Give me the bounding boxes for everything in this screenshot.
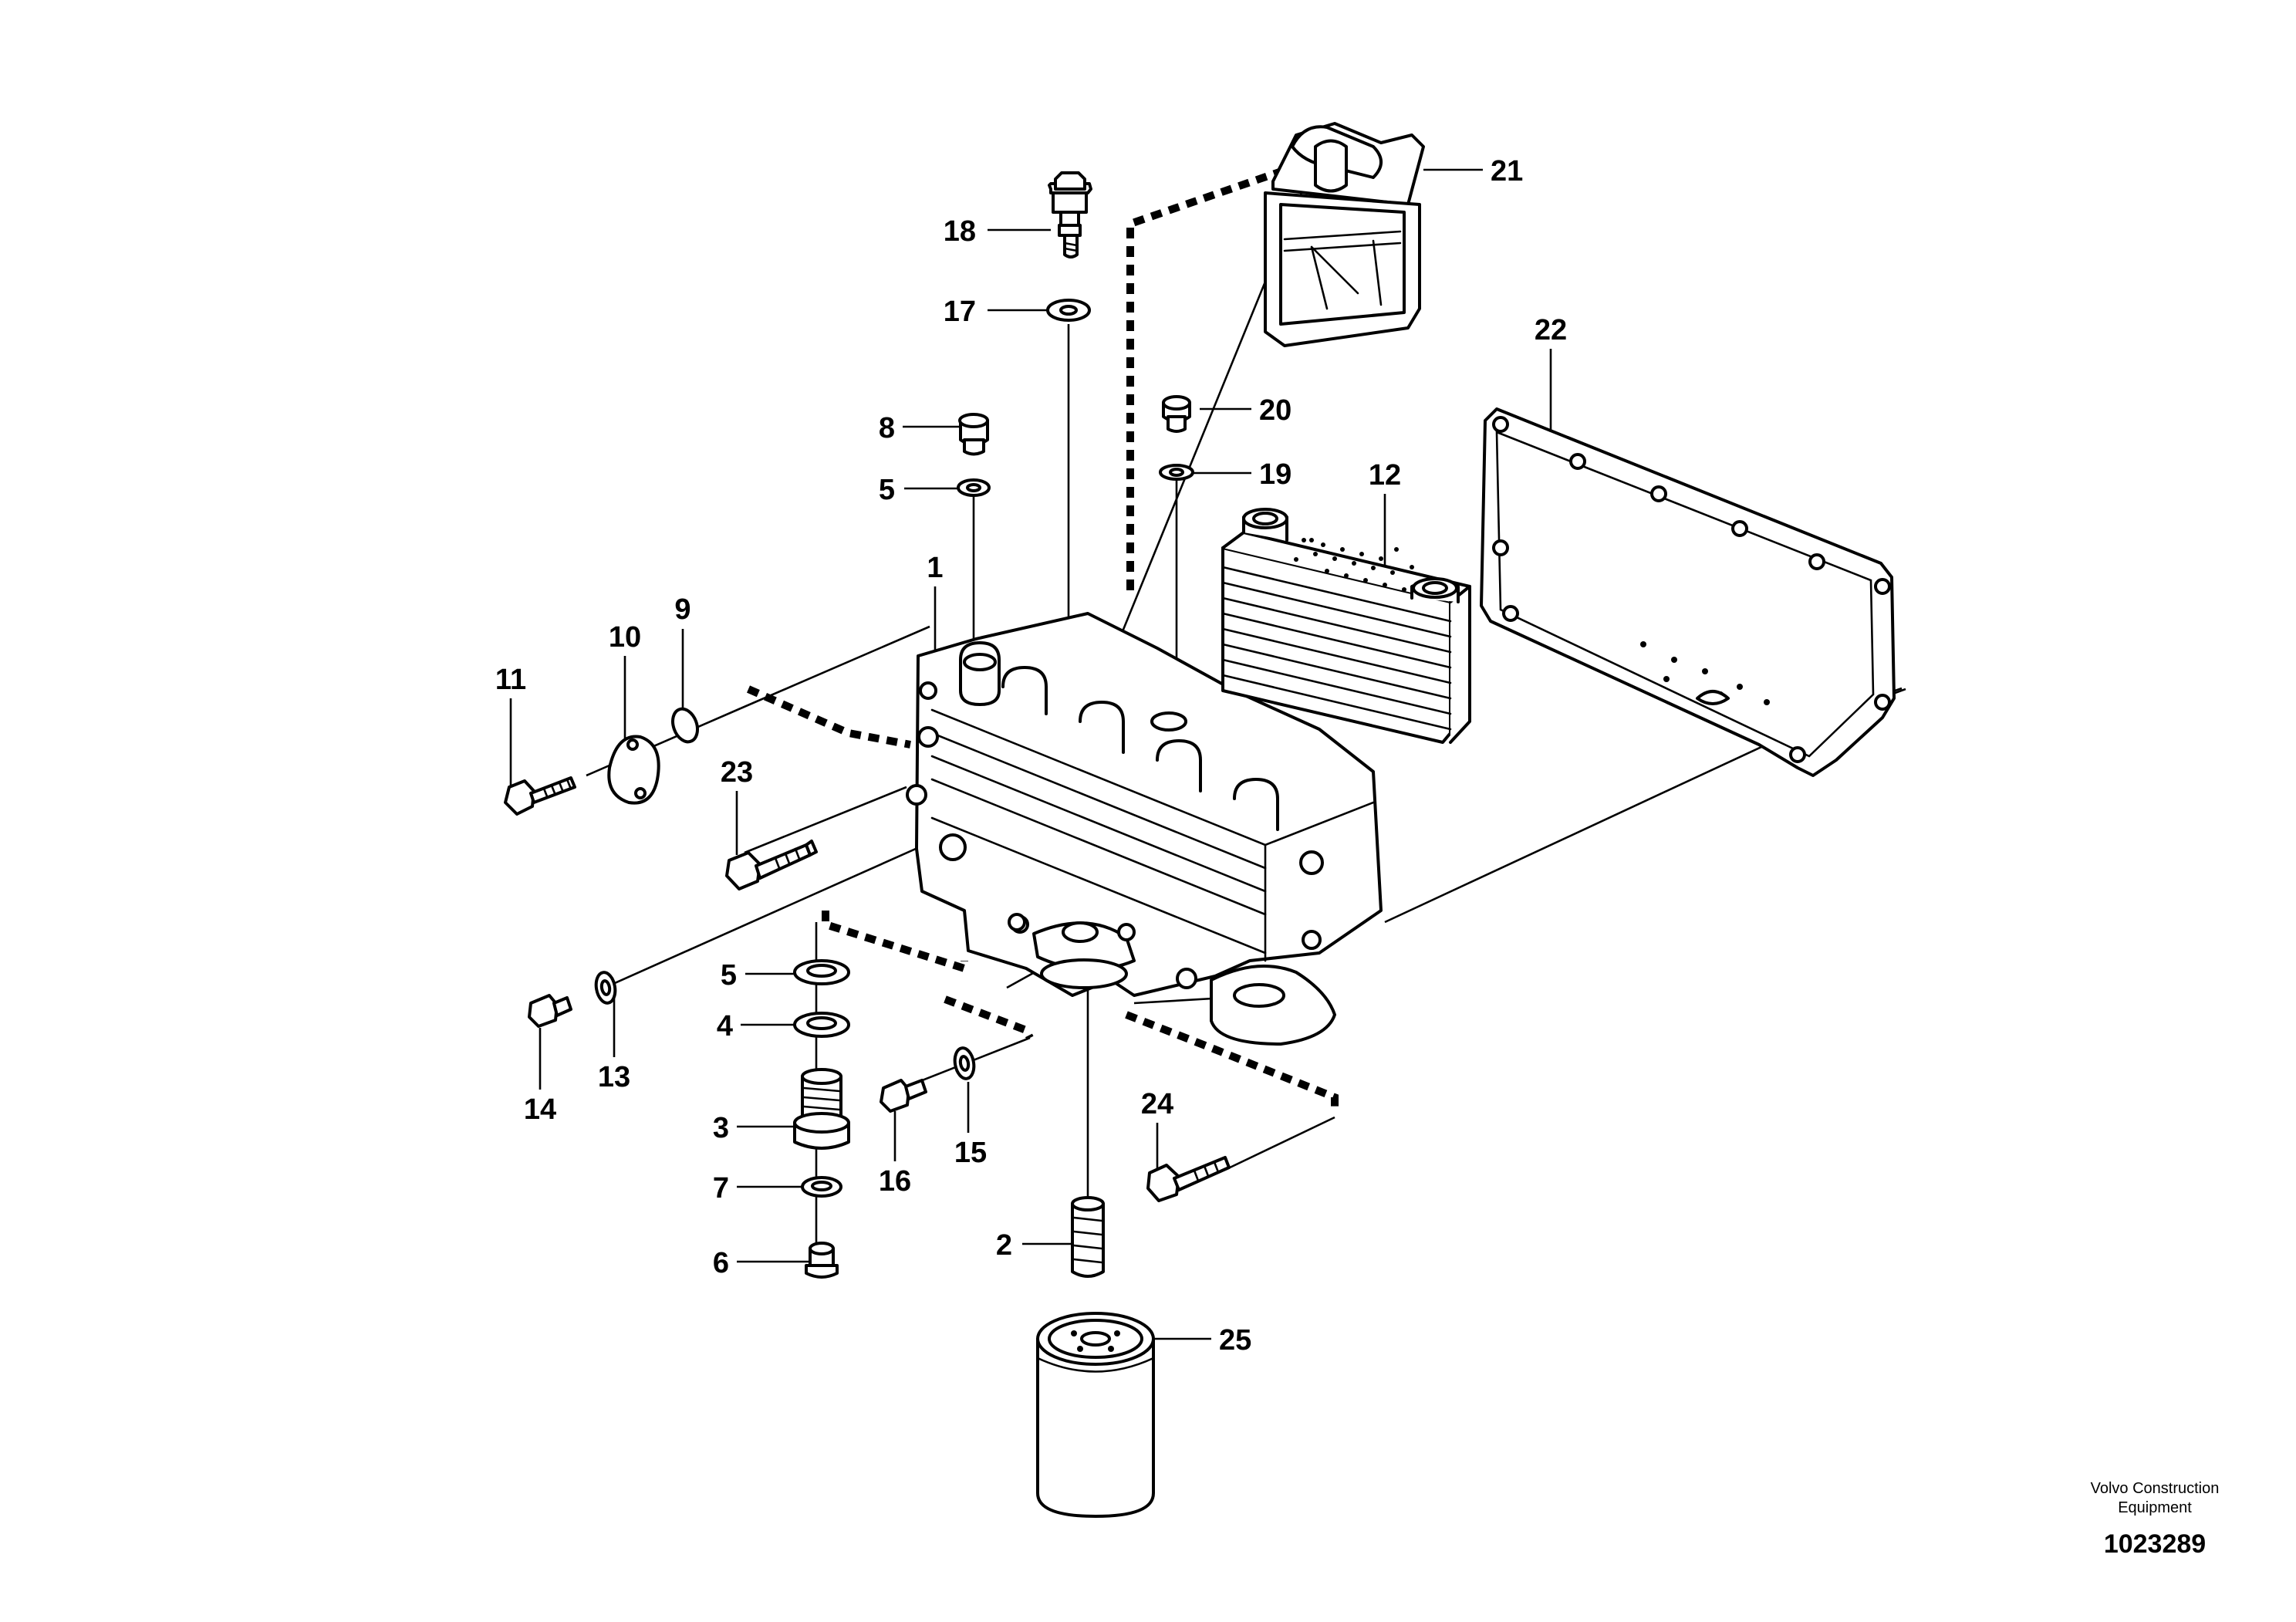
valve-part-3 — [793, 1068, 850, 1150]
callout-12: 12 — [1369, 459, 1401, 492]
washer-part-17 — [1046, 299, 1091, 322]
callout-5-lower: 5 — [721, 959, 737, 992]
washer-part-5-lower — [793, 959, 850, 985]
callout-15: 15 — [954, 1137, 987, 1169]
oil-filter-housing — [906, 612, 1383, 1046]
callout-13: 13 — [598, 1061, 630, 1093]
washer-part-4 — [793, 1012, 850, 1038]
washer-part-7 — [801, 1176, 842, 1198]
callout-20: 20 — [1259, 394, 1292, 427]
callout-leader-lines — [509, 168, 1552, 1340]
callout-11: 11 — [495, 664, 526, 696]
callout-21: 21 — [1491, 155, 1523, 188]
bolt-part-24 — [1146, 1156, 1231, 1202]
publisher-line-1: Volvo Construction — [2091, 1480, 2220, 1497]
oil-cooler-part-12 — [1221, 508, 1471, 744]
publisher-line-2: Equipment — [2118, 1499, 2192, 1516]
publisher-block: Volvo Construction Equipment 1023289 — [2091, 1480, 2220, 1559]
washer-part-15 — [953, 1046, 976, 1080]
callout-3: 3 — [713, 1112, 729, 1144]
plug-part-6 — [805, 1242, 839, 1279]
oil-filter-part-25 — [1036, 1312, 1155, 1518]
callout-9: 9 — [674, 593, 690, 626]
callout-numbers: 18 17 8 5 1 20 19 12 22 21 9 10 11 23 5 … — [495, 155, 1567, 1357]
callout-4: 4 — [717, 1010, 733, 1042]
cooler-perforation-dots — [1294, 538, 1414, 592]
callout-17: 17 — [944, 296, 976, 328]
callout-6: 6 — [713, 1247, 729, 1279]
plug-part-14 — [528, 994, 572, 1028]
callout-25: 25 — [1219, 1324, 1251, 1357]
gasket-part-22 — [1480, 407, 1896, 777]
callout-2: 2 — [996, 1229, 1012, 1262]
washer-part-13 — [594, 971, 617, 1005]
callout-14: 14 — [524, 1093, 556, 1126]
plug-part-20 — [1162, 395, 1191, 433]
callout-22: 22 — [1535, 314, 1567, 346]
washer-part-5-top — [957, 478, 991, 497]
callout-5-top: 5 — [879, 474, 895, 506]
callout-10: 10 — [609, 621, 641, 654]
callout-24: 24 — [1141, 1088, 1173, 1120]
o-ring-part-9 — [671, 707, 699, 744]
plug-part-16 — [880, 1079, 927, 1113]
callout-18: 18 — [944, 215, 976, 248]
bolt-part-11 — [504, 776, 576, 816]
washer-part-19 — [1159, 464, 1194, 481]
pressure-sensor-part-18 — [1048, 171, 1092, 259]
drawing-number: 1023289 — [2104, 1529, 2206, 1559]
bolt-part-23 — [725, 840, 818, 890]
nipple-part-2 — [1071, 1196, 1105, 1278]
plug-part-8 — [958, 413, 989, 456]
callout-19: 19 — [1259, 458, 1292, 491]
callout-8: 8 — [879, 412, 895, 444]
bracket-part-21 — [1264, 122, 1425, 347]
callout-16: 16 — [879, 1165, 911, 1198]
callout-7: 7 — [713, 1172, 729, 1205]
callout-1: 1 — [927, 552, 943, 584]
callout-23: 23 — [721, 756, 753, 789]
cover-part-10 — [607, 735, 660, 805]
